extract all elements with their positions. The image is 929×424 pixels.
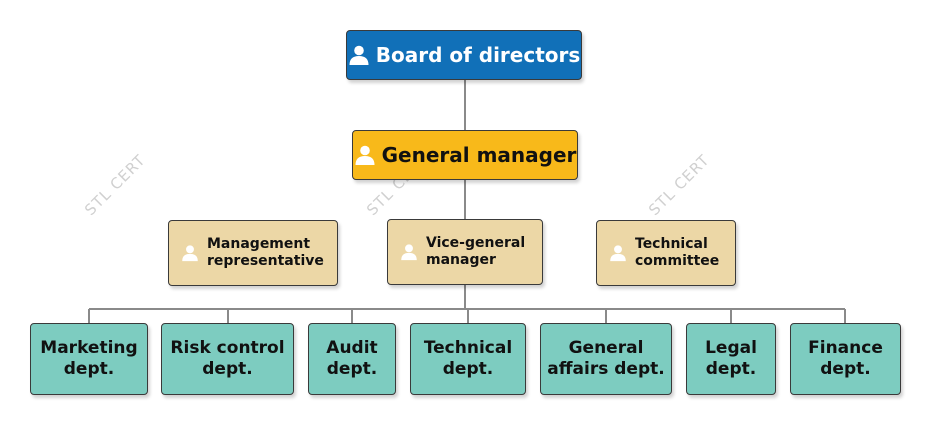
dept-finance: Finance dept.	[790, 323, 901, 395]
node-technical-committee: Technical committee	[596, 220, 736, 286]
person-icon	[182, 245, 198, 262]
node-management-representative: Management representative	[168, 220, 338, 286]
person-icon	[610, 245, 626, 262]
dept-audit: Audit dept.	[308, 323, 396, 395]
node-vice-general-manager: Vice-general manager	[387, 219, 543, 285]
dept-legal: Legal dept.	[686, 323, 776, 395]
dept-technical: Technical dept.	[410, 323, 526, 395]
dept-label: Technical dept.	[423, 337, 513, 379]
dept-label: Legal dept.	[705, 337, 757, 379]
dept-general-affairs: General affairs dept.	[540, 323, 672, 395]
node-label: General manager	[381, 142, 577, 167]
person-icon	[401, 244, 417, 261]
node-label: Board of directors	[375, 42, 581, 67]
dept-label: Risk control dept.	[170, 337, 285, 379]
node-label: Technical committee	[635, 235, 720, 270]
dept-marketing: Marketing dept.	[30, 323, 148, 395]
person-icon	[349, 45, 369, 65]
node-board-of-directors: Board of directors	[346, 30, 582, 80]
person-icon	[355, 145, 375, 165]
dept-label: Marketing dept.	[40, 337, 138, 379]
node-general-manager: General manager	[352, 130, 578, 180]
dept-label: Finance dept.	[808, 337, 883, 379]
node-label: Management representative	[207, 235, 324, 270]
node-label: Vice-general manager	[426, 234, 526, 269]
dept-label: Audit dept.	[326, 337, 378, 379]
dept-label: General affairs dept.	[547, 337, 665, 379]
dept-risk-control: Risk control dept.	[161, 323, 294, 395]
